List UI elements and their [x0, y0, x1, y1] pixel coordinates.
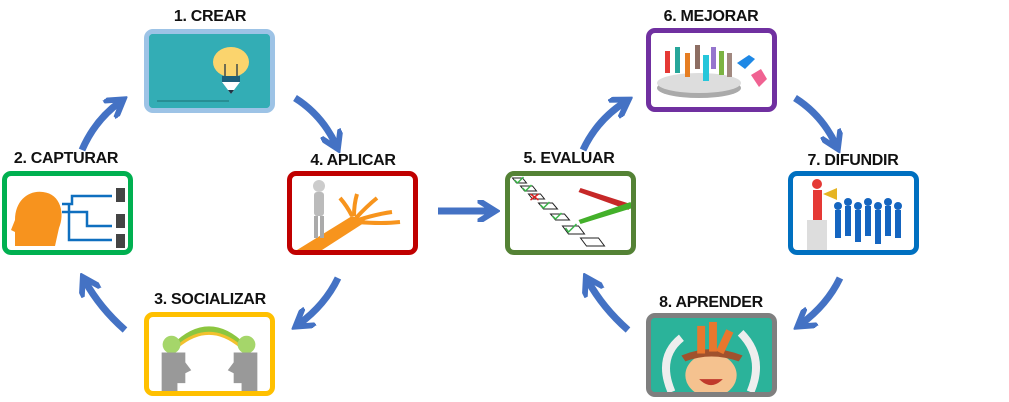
- arrow-crear-to-aplicar: [293, 95, 336, 145]
- step-label-evaluar: 5. EVALUAR: [523, 150, 615, 167]
- arrow-capturar-to-crear: [78, 102, 120, 152]
- step-mejorar: [646, 28, 777, 112]
- head-capture-icon: [11, 188, 125, 248]
- step-evaluar: [505, 171, 636, 255]
- person-crossroads-icon: [297, 180, 401, 250]
- arrow-evaluar-to-mejorar: [579, 102, 625, 152]
- step-label-aprender: 8. APRENDER: [659, 294, 763, 311]
- arrow-aprender-to-evaluar: [588, 281, 631, 333]
- megaphone-crowd-icon: [807, 179, 902, 250]
- arrow-difundir-to-aprender: [801, 276, 844, 324]
- arrow-socializar-to-capturar: [85, 281, 128, 333]
- step-crear: [144, 29, 275, 113]
- books-head-icon: [651, 318, 772, 392]
- arrow-mejorar-to-difundir: [793, 95, 836, 145]
- arrow-aplicar-to-socializar: [299, 276, 342, 324]
- people-platform-icon: [657, 45, 767, 98]
- step-label-crear: 1. CREAR: [173, 8, 247, 25]
- step-label-difundir: 7. DIFUNDIR: [807, 152, 899, 169]
- lightbulb-pencil-icon: [149, 34, 270, 108]
- checklist-icon: [511, 176, 631, 247]
- step-socializar: [144, 312, 275, 396]
- step-aprender: [646, 313, 777, 397]
- step-label-socializar: 3. SOCIALIZAR: [154, 291, 266, 308]
- step-difundir: [788, 171, 919, 255]
- step-capturar: [2, 171, 133, 255]
- step-label-aplicar: 4. APLICAR: [310, 152, 396, 169]
- step-aplicar: [287, 171, 418, 255]
- heads-rainbow-icon: [161, 326, 258, 391]
- step-label-capturar: 2. CAPTURAR: [13, 150, 119, 167]
- step-label-mejorar: 6. MEJORAR: [663, 8, 759, 25]
